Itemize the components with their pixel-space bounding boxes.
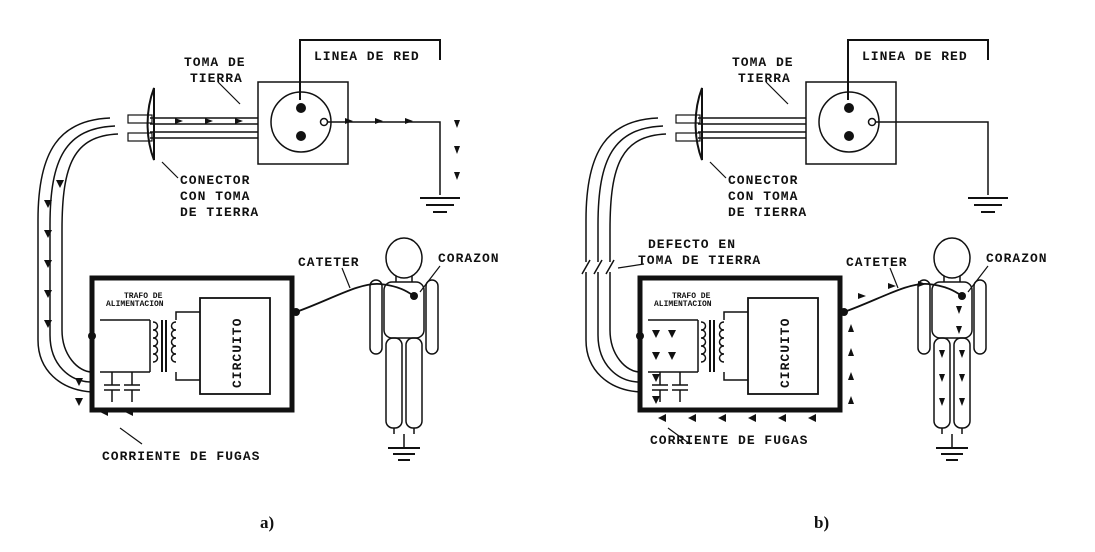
fault-label-b-2: TOMA DE TIERRA [638, 253, 761, 268]
connector-label-a-1: CONECTOR [180, 173, 250, 188]
catheter-label-a: CATETER [298, 255, 360, 270]
caption-a: a) [260, 513, 274, 532]
connector-label-b-1: CONECTOR [728, 173, 798, 188]
transformer-label-a-2: ALIMENTACION [106, 300, 164, 309]
fault-label-b-1: DEFECTO EN [648, 237, 736, 252]
circuit-label-a: CIRCUITO [230, 318, 245, 388]
connector-label-a-2: CON TOMA [180, 189, 250, 204]
transformer-label-a-1: TRAFO DE [124, 292, 163, 301]
circuit-label-b: CIRCUITO [778, 318, 793, 388]
ground-tap-label-a-2: TIERRA [190, 71, 243, 86]
leakage-arrows-a [44, 118, 460, 416]
heart-label-b: CORAZON [986, 251, 1048, 266]
ground-tap-label-a-1: TOMA DE [184, 55, 246, 70]
leakage-label-b: CORRIENTE DE FUGAS [650, 433, 808, 448]
mains-label-a: LINEA DE RED [314, 49, 420, 64]
transformer-label-b-1: TRAFO DE [672, 292, 711, 301]
leakage-label-a: CORRIENTE DE FUGAS [102, 449, 260, 464]
panel-a: LINEA DE RED TOMA DE TIERRA CONECTOR CON… [38, 40, 500, 532]
connector-label-b-3: DE TIERRA [728, 205, 807, 220]
connector-label-a-3: DE TIERRA [180, 205, 259, 220]
ground-tap-label-b-1: TOMA DE [732, 55, 794, 70]
catheter-label-b: CATETER [846, 255, 908, 270]
caption-b: b) [814, 513, 829, 532]
connector-label-b-2: CON TOMA [728, 189, 798, 204]
transformer-label-b-2: ALIMENTACION [654, 300, 712, 309]
mains-label-b: LINEA DE RED [862, 49, 968, 64]
fault-break-icon [580, 259, 615, 275]
leakage-arrows-b [652, 281, 965, 422]
ground-tap-label-b-2: TIERRA [738, 71, 791, 86]
panel-b: LINEA DE RED TOMA DE TIERRA CONECTOR CON… [580, 40, 1048, 532]
heart-label-a: CORAZON [438, 251, 500, 266]
